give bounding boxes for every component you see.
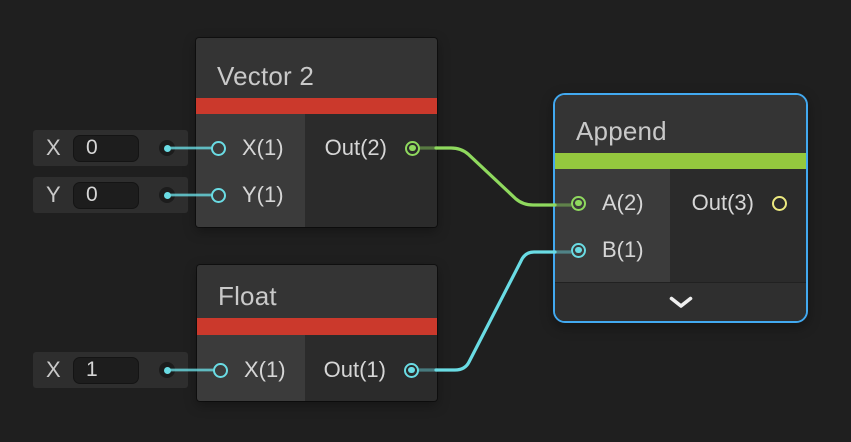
widget-label: X: [46, 357, 61, 382]
vector2-y-value-field[interactable]: [73, 181, 139, 209]
port-row: Out(3): [670, 185, 806, 221]
node-float-inputs: X(1): [197, 335, 305, 401]
node-append-outputs: Out(3): [670, 169, 806, 282]
port-row: X(1): [196, 130, 305, 166]
vector2-x-value-widget: X: [33, 130, 188, 166]
node-float-header: Float: [197, 265, 437, 318]
node-float-body: X(1) Out(1): [197, 335, 437, 401]
edge-float-to-append[interactable]: [434, 250, 557, 372]
vector2-y-value-widget: Y: [33, 177, 188, 213]
append-port-b-input[interactable]: [571, 242, 586, 258]
port-row: Out(1): [305, 352, 437, 388]
widget-label: X: [46, 135, 61, 160]
port-label: B(1): [602, 237, 644, 262]
node-append-inputs: A(2) B(1): [555, 169, 670, 282]
port-label: X(1): [242, 135, 284, 160]
float-port-x-input[interactable]: [213, 362, 228, 378]
float-x-value-widget: X: [33, 352, 188, 388]
node-vector2-color-bar: [196, 98, 437, 114]
float-port-out-output[interactable]: [404, 362, 419, 378]
port-label: Out(2): [324, 135, 387, 160]
preview-collapse-button[interactable]: [555, 282, 806, 321]
connected-port-dot: [575, 199, 582, 207]
node-append-body: A(2) B(1) Out(3): [555, 169, 806, 282]
node-append-title: Append: [576, 116, 667, 146]
float-x-value-field[interactable]: [73, 356, 139, 384]
chevron-down-icon: [669, 296, 692, 308]
node-vector2-title: Vector 2: [217, 61, 314, 91]
node-vector2-inputs: X(1) Y(1): [196, 114, 305, 227]
port-label: A(2): [602, 190, 644, 215]
vector2-x-value-field[interactable]: [73, 134, 139, 162]
node-append-header: Append: [555, 95, 806, 153]
port-label: Out(1): [323, 357, 386, 382]
node-vector2-header: Vector 2: [196, 38, 437, 98]
port-row: Y(1): [196, 177, 305, 213]
append-port-a-input[interactable]: [571, 195, 586, 211]
node-vector2-body: X(1) Y(1) Out(2): [196, 114, 437, 227]
connected-port-dot: [408, 366, 415, 374]
node-float-title: Float: [218, 281, 277, 311]
port-label: X(1): [244, 357, 286, 382]
node-vector2-outputs: Out(2): [305, 114, 437, 227]
connected-port-dot: [409, 144, 416, 152]
vector2-port-out-output[interactable]: [405, 140, 420, 156]
node-float-outputs: Out(1): [305, 335, 437, 401]
connected-port-dot: [575, 246, 582, 254]
node-append-selected[interactable]: Append A(2) B(1) Ou: [553, 93, 808, 323]
edge-vector2-to-append[interactable]: [434, 146, 557, 207]
port-label: Out(3): [691, 190, 754, 215]
node-float-color-bar: [197, 318, 437, 335]
port-row: B(1): [555, 232, 670, 268]
vector2-port-y-input[interactable]: [211, 187, 226, 203]
port-row: A(2): [555, 185, 670, 221]
widget-label: Y: [46, 182, 61, 207]
node-append-color-bar: [555, 153, 806, 169]
node-float[interactable]: Float X(1) Out(1): [197, 265, 437, 401]
node-vector2[interactable]: Vector 2 X(1) Y(1) Out(2): [196, 38, 437, 227]
port-row: Out(2): [305, 130, 437, 166]
append-port-out-output[interactable]: [772, 195, 787, 211]
port-label: Y(1): [242, 182, 284, 207]
vector2-port-x-input[interactable]: [211, 140, 226, 156]
